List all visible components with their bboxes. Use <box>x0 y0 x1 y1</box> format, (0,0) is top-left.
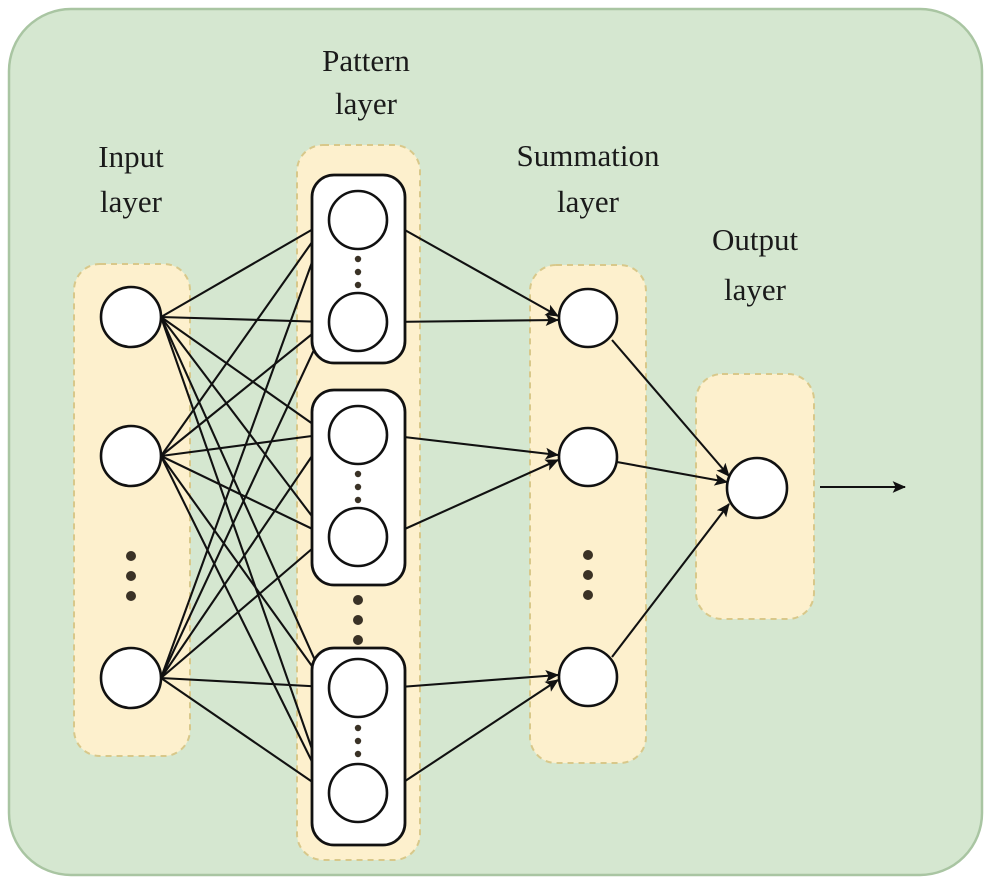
summation-node-3[interactable] <box>557 646 619 708</box>
pattern-node-5[interactable] <box>327 657 389 719</box>
pattern-node-4[interactable] <box>327 506 389 568</box>
edge-i3-p3 <box>160 433 328 679</box>
pattern-group-2-ellipsis-icon <box>354 470 362 504</box>
edge-i1-p3 <box>160 316 328 435</box>
edge-i3-p1 <box>160 219 329 679</box>
edge-i2-p1 <box>160 220 328 457</box>
edge-i3-p4 <box>160 535 328 679</box>
summation-layer-label-line1: Summation <box>517 138 660 173</box>
edge-i3-p2 <box>160 321 328 679</box>
input-node-2[interactable] <box>99 424 163 488</box>
output-nodes <box>725 456 789 520</box>
edge-i2-p5 <box>160 455 328 688</box>
pattern-layer-group-ellipsis-icon <box>353 595 363 645</box>
edges-pattern-to-summation <box>386 219 560 794</box>
edge-i1-p2 <box>160 315 329 328</box>
input-layer-ellipsis-icon <box>126 551 136 601</box>
edge-i2-p4 <box>160 455 328 537</box>
input-nodes <box>99 285 163 710</box>
input-layer-label-line2: layer <box>100 184 163 219</box>
edge-p5-s3 <box>386 670 560 690</box>
summation-layer-box <box>529 264 647 764</box>
pattern-node-3[interactable] <box>327 404 389 466</box>
output-layer-label-line2: layer <box>724 272 787 307</box>
pattern-node-1[interactable] <box>327 189 389 251</box>
summation-nodes <box>557 287 619 708</box>
edge-i3-p6 <box>160 677 328 793</box>
output-node-1[interactable] <box>725 456 789 520</box>
edge-i2-p6 <box>160 455 328 793</box>
summation-node-2[interactable] <box>557 426 619 488</box>
pattern-group-3-ellipsis-icon <box>354 724 362 758</box>
pattern-layer-label-line1: Pattern <box>322 43 410 78</box>
edge-i2-p3 <box>160 429 329 458</box>
pattern-node-6[interactable] <box>327 762 389 824</box>
input-layer-label-line1: Input <box>98 139 164 174</box>
edge-s2-o1 <box>616 460 729 486</box>
summation-node-1[interactable] <box>557 287 619 349</box>
background-plate <box>7 7 984 877</box>
layer-labels: Input layer Pattern layer Summation laye… <box>98 43 798 307</box>
pattern-node-2[interactable] <box>327 291 389 353</box>
input-node-3[interactable] <box>99 646 163 710</box>
edge-p6-s3 <box>386 679 559 794</box>
edge-s3-o1 <box>611 503 730 658</box>
pattern-nodes <box>327 189 389 824</box>
input-layer-box <box>73 263 191 757</box>
summation-layer-label-line2: layer <box>557 184 620 219</box>
edge-s1-o1 <box>611 339 730 477</box>
edge-i3-p5 <box>160 676 329 693</box>
edges-summation-to-output <box>611 339 730 658</box>
output-layer-label-line1: Output <box>712 222 799 257</box>
edge-p4-s2 <box>386 459 559 538</box>
edges-input-to-pattern <box>160 219 329 794</box>
input-node-1[interactable] <box>99 285 163 349</box>
pattern-group-1-ellipsis-icon <box>354 255 362 289</box>
edge-i1-p4 <box>160 316 328 537</box>
edge-i1-p1 <box>160 220 328 318</box>
edge-p3-s2 <box>386 433 560 460</box>
edge-p2-s1 <box>386 314 560 327</box>
edge-p1-s1 <box>386 219 559 317</box>
pattern-layer-label-line2: layer <box>335 86 398 121</box>
edge-i2-p2 <box>160 321 328 457</box>
summation-layer-ellipsis-icon <box>583 550 593 600</box>
